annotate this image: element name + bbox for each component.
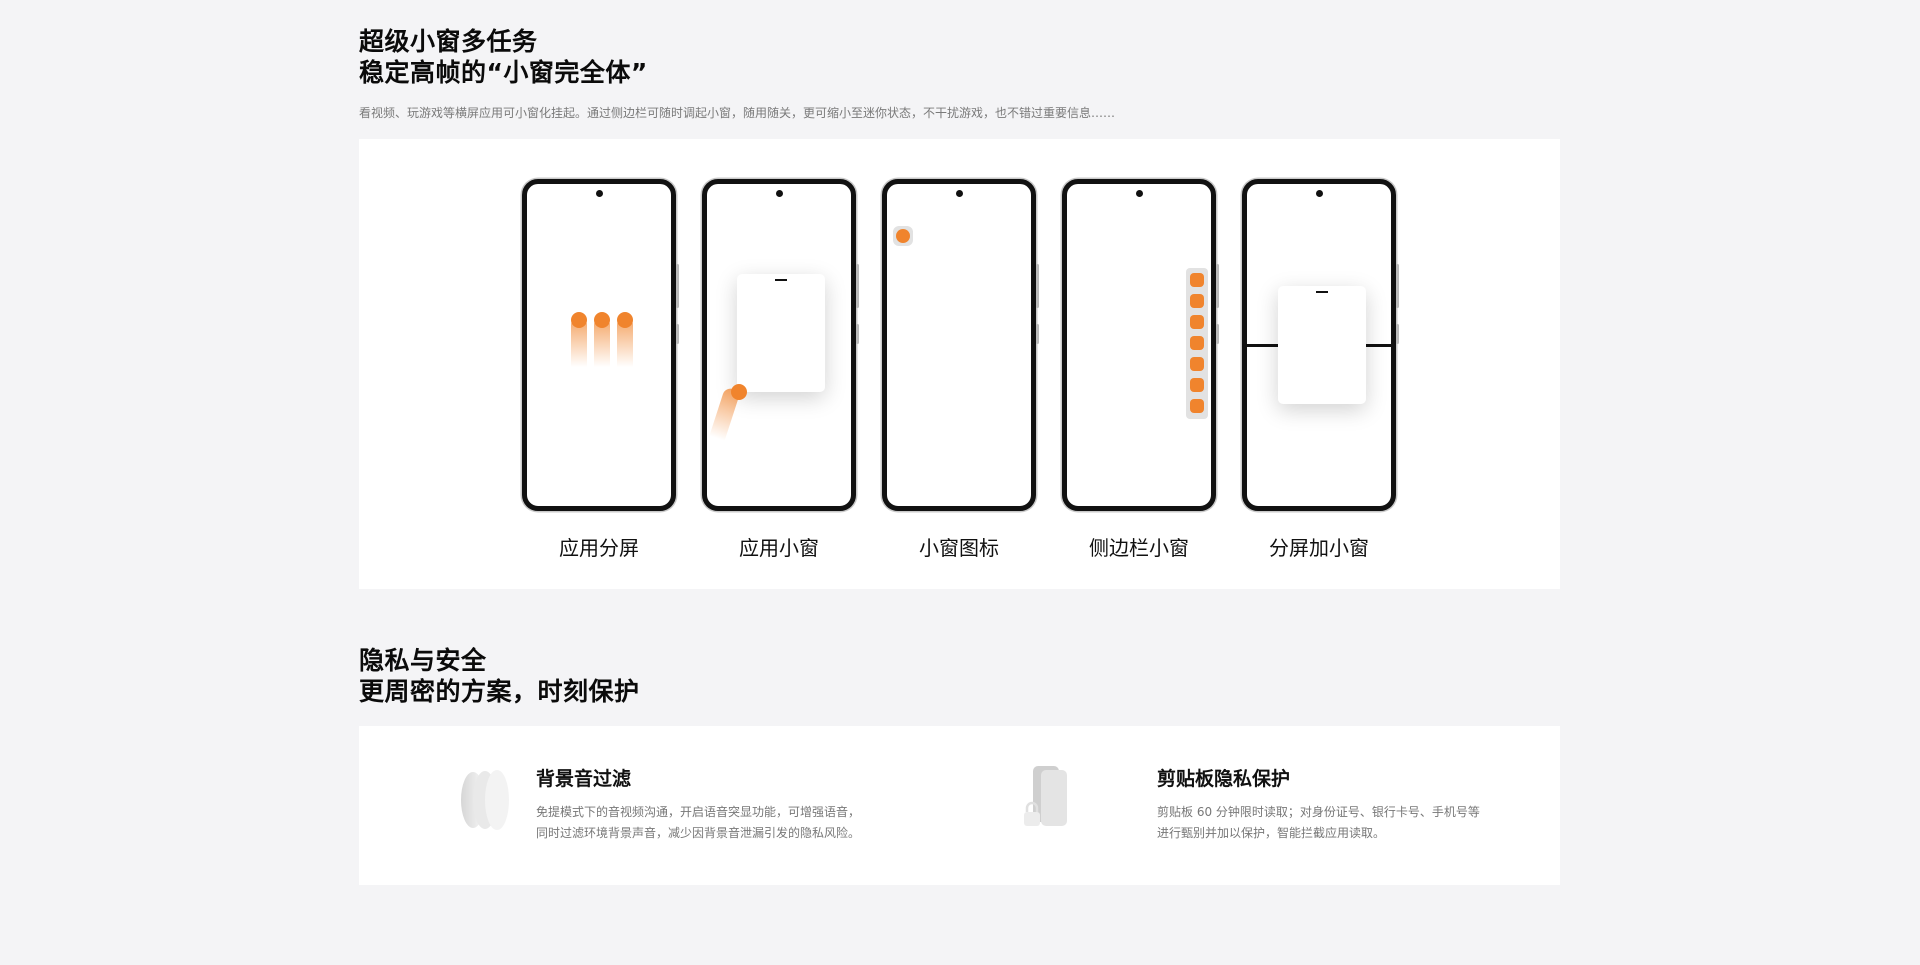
privacy-features-panel: 背景音过滤 免提模式下的音视频沟通，开启语音突显功能，可增强语音， 同时过滤环境… — [359, 726, 1560, 885]
sound-filter-icon — [459, 764, 519, 834]
phone-label-split-screen: 应用分屏 — [559, 536, 639, 560]
mini-window-icon — [896, 229, 910, 243]
privacy-header: 隐私与安全 更周密的方案，时刻保护 — [359, 645, 640, 707]
multitask-title-line1: 超级小窗多任务 — [359, 27, 538, 56]
privacy-title-line2: 更周密的方案，时刻保护 — [359, 677, 640, 706]
phone-floating-window — [702, 179, 859, 511]
floating-window-card — [1278, 286, 1366, 404]
phone-split-screen — [522, 179, 679, 511]
camera-dot — [1315, 190, 1323, 197]
privacy-title-line1: 隐私与安全 — [359, 646, 487, 675]
gesture-dot-icon — [731, 384, 747, 400]
feature-description: 剪贴板 60 分钟限时读取；对身份证号、银行卡号、手机号等 进行甄别并加以保护，… — [1157, 805, 1480, 840]
multitask-showcase-panel: 应用分屏 应用小窗 小窗图标 侧边栏小窗 — [359, 139, 1560, 589]
gesture-dot-icon — [594, 312, 610, 328]
camera-dot — [595, 190, 603, 197]
sidebar-app-icon — [1190, 399, 1204, 413]
phone-mini-icon — [882, 179, 1039, 511]
floating-window-card — [737, 274, 825, 392]
phone-label-mini-icon: 小窗图标 — [919, 536, 999, 560]
camera-dot — [775, 190, 783, 197]
sidebar-app-icon — [1190, 294, 1204, 308]
multitask-description: 看视频、玩游戏等横屏应用可小窗化挂起。通过侧边栏可随时调起小窗，随用随关，更可缩… — [359, 106, 1116, 120]
feature-description: 免提模式下的音视频沟通，开启语音突显功能，可增强语音， 同时过滤环境背景声音，减… — [536, 805, 861, 840]
phone-label-floating-window: 应用小窗 — [739, 536, 819, 560]
phone-sidebar-window — [1062, 179, 1219, 511]
feature-title: 背景音过滤 — [536, 768, 632, 790]
phone-split-plus-window — [1242, 179, 1399, 511]
sidebar-app-icon — [1190, 315, 1204, 329]
sidebar-app-icon — [1190, 336, 1204, 350]
sidebar-app-icon — [1190, 357, 1204, 371]
gesture-dot-icon — [571, 312, 587, 328]
camera-dot — [1135, 190, 1143, 197]
multitask-title-line2: 稳定高帧的“小窗完全体” — [359, 58, 648, 87]
camera-dot — [955, 190, 963, 197]
multitask-header: 超级小窗多任务 稳定高帧的“小窗完全体” — [359, 26, 648, 88]
gesture-dot-icon — [617, 312, 633, 328]
sidebar-app-icon — [1190, 273, 1204, 287]
clipboard-lock-icon — [1019, 764, 1079, 834]
phone-label-sidebar-window: 侧边栏小窗 — [1089, 536, 1189, 560]
phone-label-split-plus-window: 分屏加小窗 — [1269, 536, 1369, 560]
sidebar-app-icon — [1190, 378, 1204, 392]
feature-title: 剪贴板隐私保护 — [1157, 768, 1291, 790]
